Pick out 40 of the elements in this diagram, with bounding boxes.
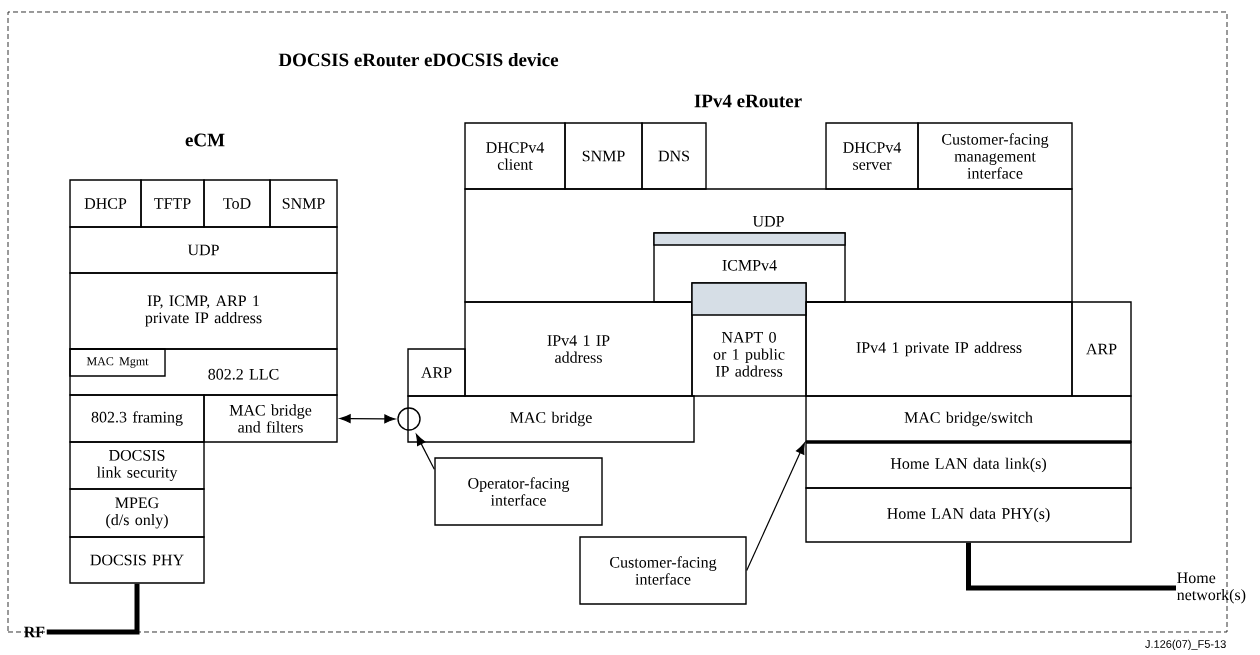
protocol-layer-box: Home LAN data PHY(s) (805, 487, 1132, 543)
double-arrow (339, 414, 396, 424)
protocol-layer-box: Home LAN data link(s) (805, 441, 1132, 489)
protocol-layer-box: ARP (407, 348, 466, 397)
protocol-layer-box: MAC bridge and filters (203, 394, 338, 443)
leader-line (746, 442, 805, 572)
callout-box: Customer-facing interface (579, 536, 747, 605)
protocol-layer-box: MAC bridge/switch (805, 395, 1132, 443)
protocol-layer-box: DOCSIS link security (69, 441, 205, 490)
protocol-layer-box: DHCP (69, 179, 142, 228)
protocol-layer-box: Customer-facing management interface (917, 122, 1073, 190)
callout-box: Operator-facing interface (434, 457, 603, 526)
protocol-layer-box: ARP (1071, 301, 1132, 397)
protocol-layer-box: IPv4 1 private IP address (805, 301, 1073, 397)
protocol-layer-box: DHCPv4 server (825, 122, 919, 190)
leader-line (415, 434, 435, 470)
network-label: Home network(s) (1177, 572, 1246, 604)
section-heading: IPv4 eRouter (694, 94, 802, 108)
protocol-layer-box: DOCSIS PHY (69, 536, 205, 584)
interface-circle (397, 407, 421, 431)
protocol-layer-box: SNMP (269, 179, 338, 228)
protocol-layer-box: IPv4 1 IP address (464, 301, 693, 397)
protocol-layer-box: IP, ICMP, ARP 1 private IP address (69, 272, 338, 350)
protocol-layer-box: ToD (203, 179, 271, 228)
rf-label: RF (24, 626, 45, 638)
figure-number: J.126(07)_F5-13 (1145, 639, 1226, 651)
protocol-layer-box: SNMP (564, 122, 643, 190)
cable-line (966, 542, 1176, 591)
protocol-layer-box: DHCPv4 client (464, 122, 566, 190)
protocol-layer-box: 802.3 framing (69, 394, 205, 443)
protocol-layer-box: UDP (69, 226, 338, 274)
protocol-layer-box: NAPT 0 or 1 public IP address (691, 282, 807, 397)
protocol-layer-box: DNS (641, 122, 707, 190)
protocol-layer-box: MAC bridge (407, 395, 695, 443)
protocol-layer-box: TFTP (140, 179, 205, 228)
cable-line (46, 583, 140, 635)
protocol-layer-box: ICMPv4 (653, 232, 846, 303)
section-heading: eCM (185, 133, 225, 147)
protocol-layer-box: MPEG (d/s only) (69, 488, 205, 538)
protocol-layer-box: MAC Mgmt (69, 348, 166, 377)
